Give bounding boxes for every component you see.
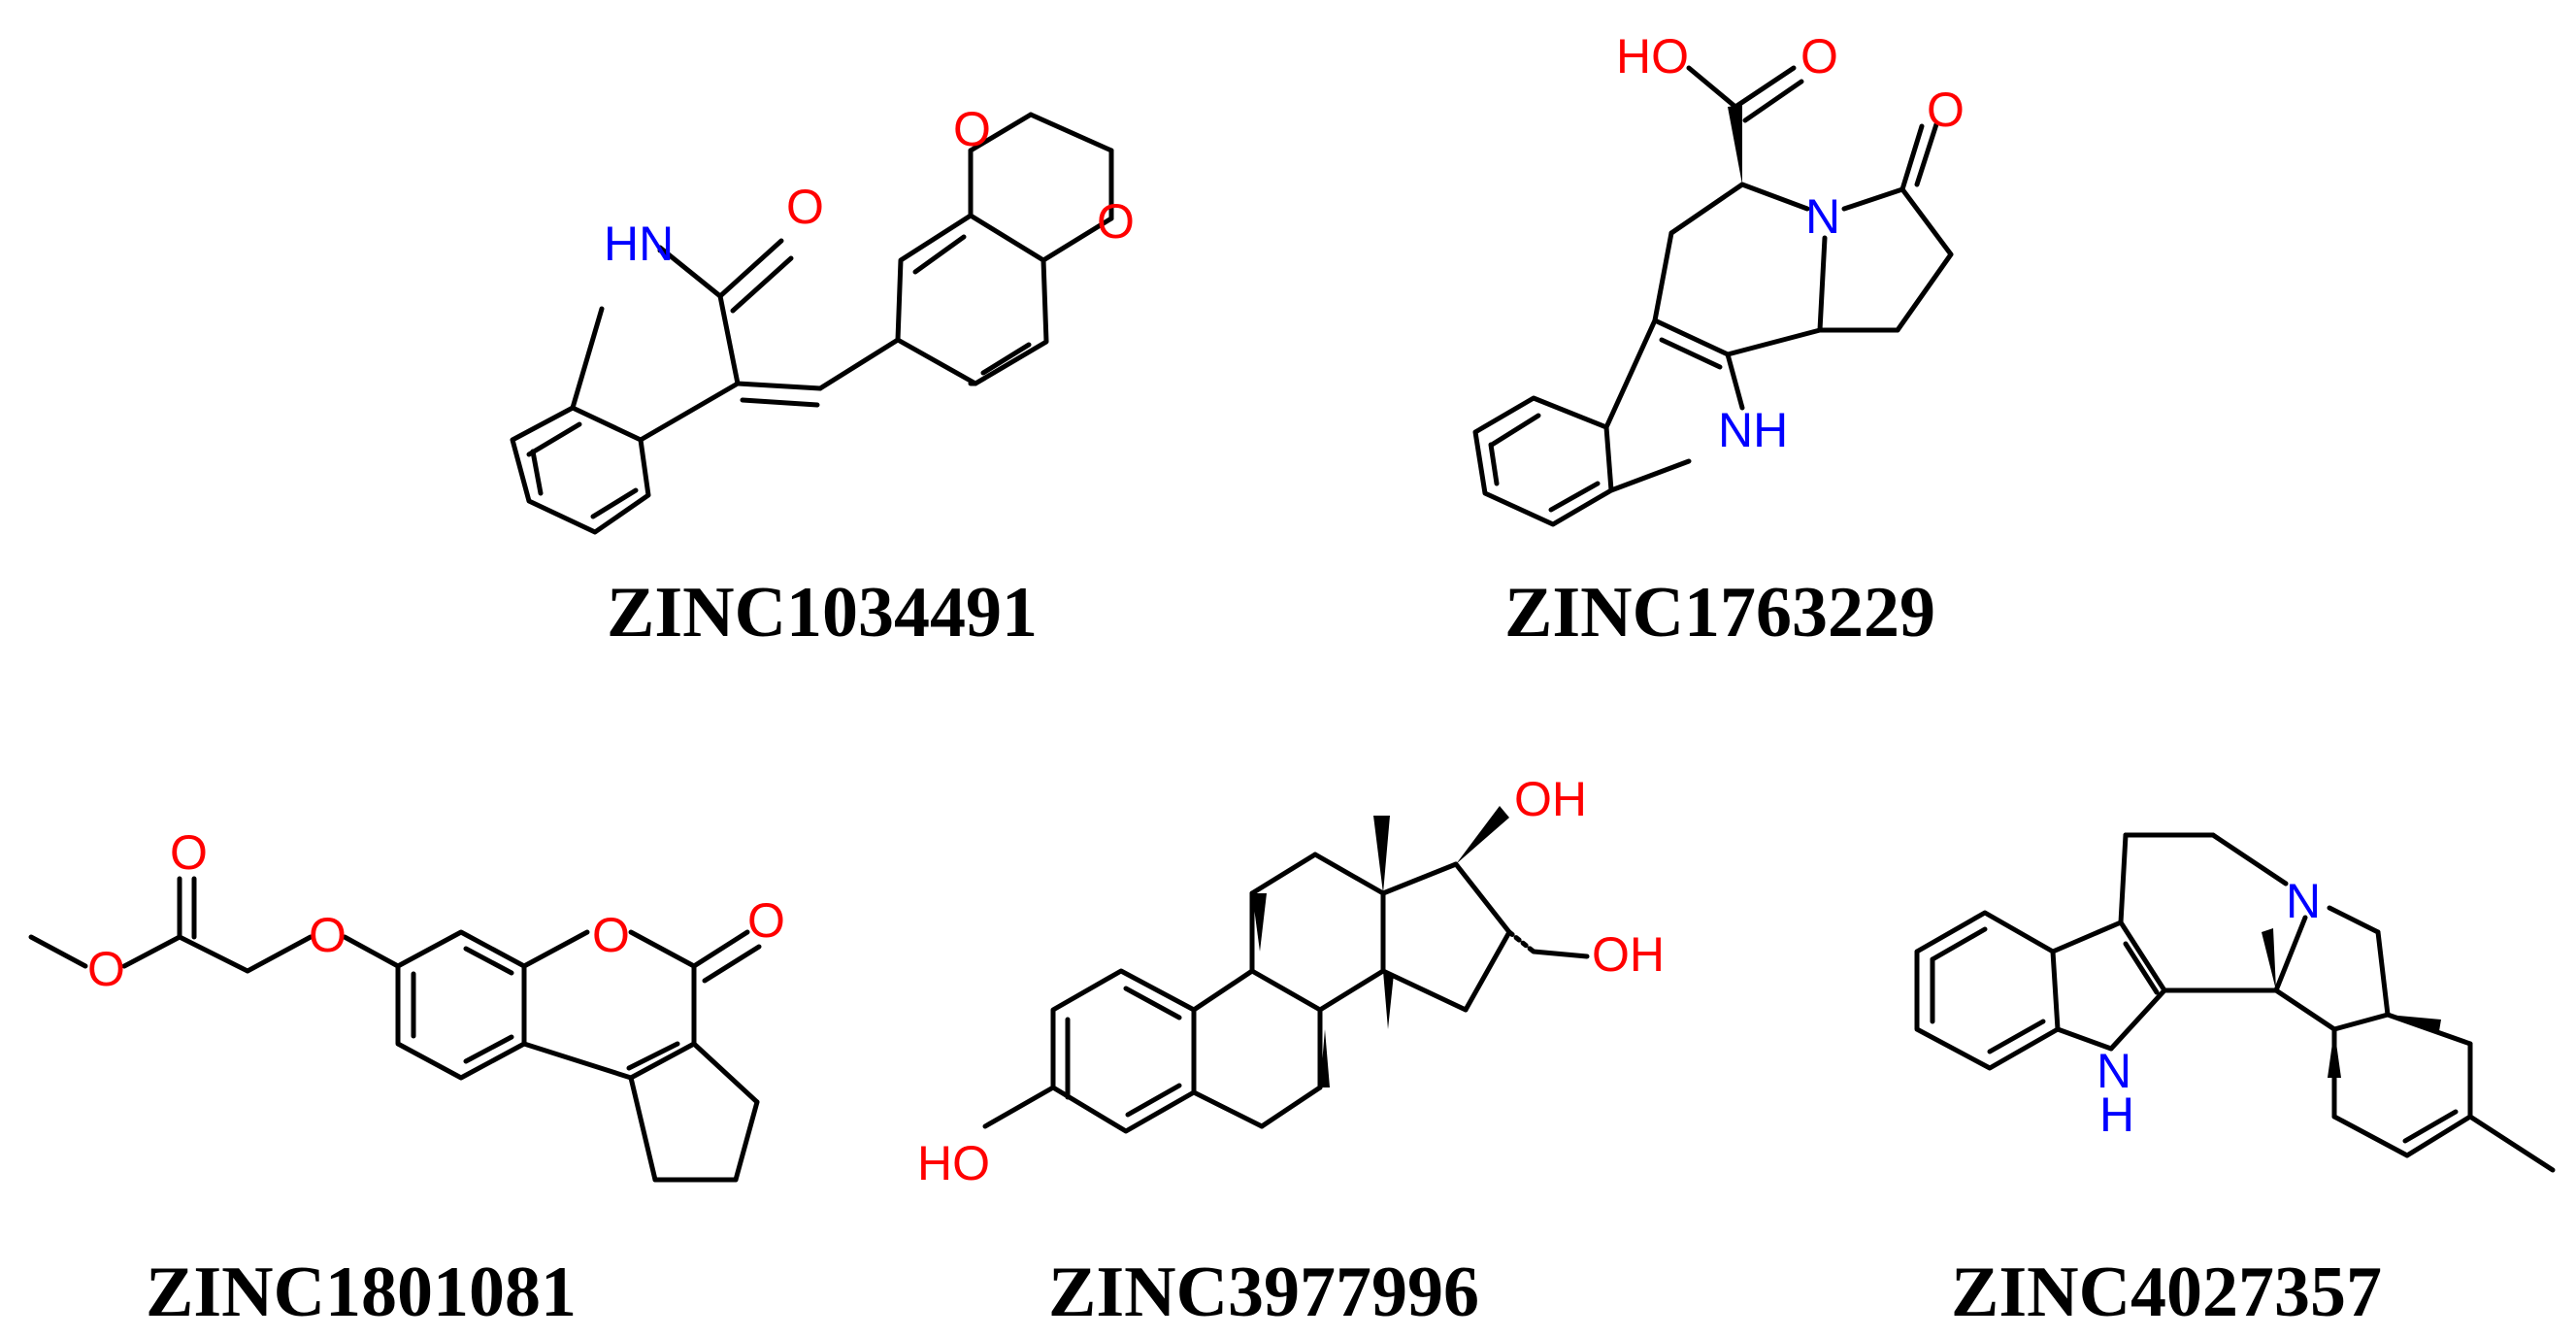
ring-oxygen-label: O — [592, 908, 630, 962]
ring-nitrogen-label: N — [2286, 874, 2321, 928]
lactam-oxygen-label: O — [1927, 83, 1965, 137]
ester-carbonyl-oxygen-label: O — [170, 825, 208, 880]
carbonyl-oxygen-label: O — [786, 180, 824, 234]
ester-oxygen-label: O — [87, 942, 125, 996]
cooh-hydroxyl-label: HO — [1616, 29, 1689, 84]
dioxane-oxygen-top-label: O — [953, 102, 991, 156]
phenol-hydroxyl-label: HO — [917, 1136, 990, 1190]
indole-nitrogen-label: N — [2097, 1044, 2131, 1098]
indole-nh-label: NH — [1718, 403, 1788, 457]
molecule-name: ZINC1034491 — [607, 573, 1038, 652]
molecule-zinc4027357: N N H ZINC4027357 — [1914, 832, 2556, 1332]
cooh-carbonyl-oxygen-label: O — [1800, 29, 1838, 84]
molecule-zinc3977996: OH OH HO ZINC3977996 — [917, 772, 1665, 1332]
top-hydroxyl-label: OH — [1514, 772, 1587, 826]
indole-hydrogen-label: H — [2099, 1087, 2134, 1142]
molecule-zinc1763229: HO O N O NH ZINC1763229 — [1472, 29, 1965, 652]
right-hydroxyl-label: OH — [1592, 927, 1665, 982]
molecule-zinc1034491: HN O O O ZINC1034491 — [510, 102, 1135, 652]
molecule-zinc1801081: O O O O O ZINC1801081 — [28, 825, 785, 1332]
molecule-name: ZINC4027357 — [1951, 1253, 2382, 1332]
molecule-name: ZINC1801081 — [146, 1253, 577, 1332]
dioxane-oxygen-bottom-label: O — [1097, 194, 1135, 249]
molecule-name: ZINC1763229 — [1504, 573, 1935, 652]
nh-atom-label: HN — [604, 217, 674, 271]
molecule-name: ZINC3977996 — [1048, 1253, 1479, 1332]
ether-oxygen-label: O — [309, 908, 347, 962]
ring-nitrogen-label: N — [1805, 189, 1840, 244]
lactone-oxygen-label: O — [747, 893, 785, 948]
